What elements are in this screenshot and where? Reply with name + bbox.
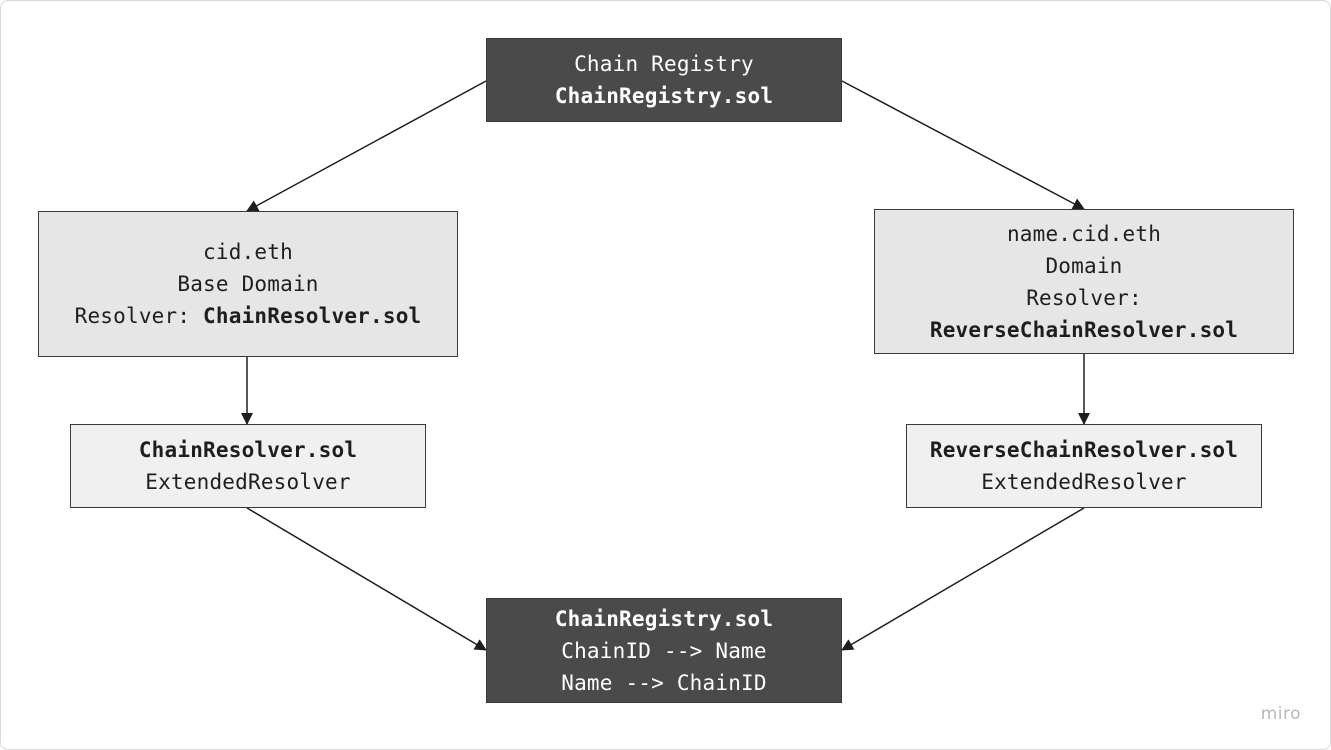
cid-eth-resolver-label: Resolver: (74, 304, 204, 328)
edge-registry-to-name-cid-eth (841, 80, 1085, 210)
cid-eth-resolver: Resolver: ChainResolver.sol (75, 300, 422, 332)
chain-registry-mapping-node[interactable]: ChainRegistry.sol ChainID --> Name Name … (486, 598, 842, 703)
reverse-chain-resolver-file: ReverseChainResolver.sol (929, 438, 1239, 462)
chain-registry-title: Chain Registry (574, 52, 754, 76)
mapping-forward: ChainID --> Name (561, 638, 767, 663)
edge-reverse-resolver-to-mapping (841, 507, 1085, 651)
name-cid-eth-resolver-label: Resolver: (1026, 285, 1142, 310)
mapping-file: ChainRegistry.sol (554, 606, 774, 631)
chain-resolver-file: ChainResolver.sol (138, 438, 358, 462)
cid-eth-type: Base Domain (177, 272, 319, 296)
chain-resolver-node[interactable]: ChainResolver.sol ExtendedResolver (70, 424, 426, 508)
edge-chain-resolver-to-mapping (246, 507, 487, 651)
mapping-reverse: Name --> ChainID (561, 670, 767, 695)
cid-eth-resolver-file: ChainResolver.sol (203, 304, 422, 328)
miro-watermark: miro (1260, 704, 1301, 724)
reverse-chain-resolver-interface: ExtendedResolver (981, 470, 1187, 494)
name-cid-eth-resolver-file: ReverseChainResolver.sol (929, 317, 1239, 342)
cid-eth-domain: cid.eth (203, 240, 293, 264)
reverse-chain-resolver-node[interactable]: ReverseChainResolver.sol ExtendedResolve… (906, 424, 1262, 508)
chain-resolver-interface: ExtendedResolver (145, 470, 351, 494)
chain-registry-node[interactable]: Chain Registry ChainRegistry.sol (486, 38, 842, 122)
name-cid-eth-type: Domain (1045, 253, 1123, 278)
edge-registry-to-cid-eth (246, 80, 487, 212)
name-cid-eth-node[interactable]: name.cid.eth Domain Resolver: ReverseCha… (874, 209, 1294, 354)
chain-registry-file: ChainRegistry.sol (554, 84, 774, 108)
name-cid-eth-domain: name.cid.eth (1006, 221, 1162, 246)
cid-eth-node[interactable]: cid.eth Base Domain Resolver: ChainResol… (38, 211, 458, 357)
